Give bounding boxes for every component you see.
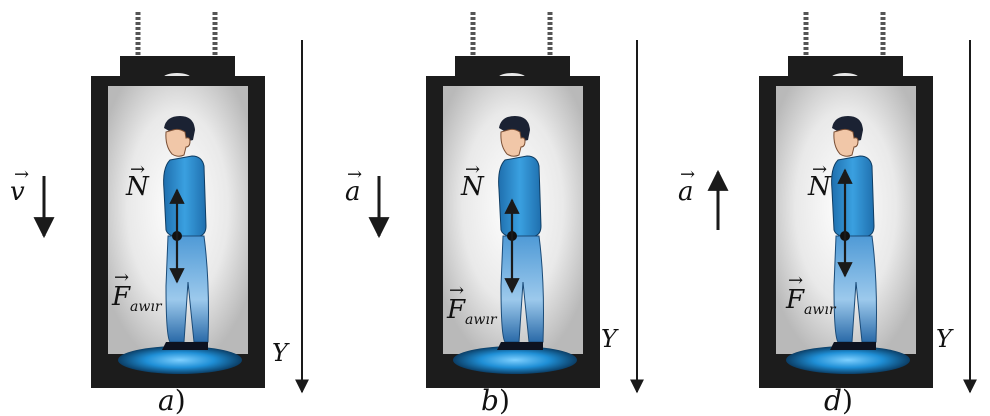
side-vector-mark: →: [680, 164, 695, 185]
panel-caption: a): [158, 384, 186, 416]
caption-letter: d: [824, 384, 842, 416]
side-symbol: a: [678, 177, 694, 207]
force-label: Fawır: [785, 285, 837, 318]
y-axis-label: Y: [601, 325, 619, 353]
cabin-top: [455, 56, 570, 78]
force-label: Fawır: [111, 282, 163, 315]
force-label: Fawır: [446, 295, 498, 328]
force-main: F: [785, 285, 805, 315]
floor-glow: [453, 346, 577, 374]
elevator-cabin: [758, 12, 938, 388]
side-vector-mark: →: [347, 164, 362, 185]
normal-label: N: [807, 172, 832, 202]
panel-caption: b): [481, 384, 510, 416]
force-vector-mark: →: [788, 270, 803, 291]
normal-label: N: [125, 172, 150, 202]
caption-paren: ): [175, 384, 186, 416]
force-subscript: awır: [804, 302, 837, 318]
force-main: F: [111, 282, 131, 312]
person: [162, 116, 209, 350]
panel-caption: d): [824, 384, 853, 416]
normal-vector-mark: →: [465, 159, 480, 180]
elevator-cabin: [425, 12, 605, 388]
side-vector-mark: →: [14, 164, 29, 185]
caption-paren: ): [499, 384, 510, 416]
normal-vector-mark: →: [812, 159, 827, 180]
cabin-top: [120, 56, 235, 78]
panel-d: a → N → Fawır → Y d): [678, 12, 977, 416]
elevator-cabin: [90, 12, 270, 388]
force-vector-mark: →: [449, 280, 464, 301]
force-subscript: awır: [130, 299, 163, 315]
y-axis-label: Y: [272, 339, 290, 367]
force-vector-mark: →: [114, 267, 129, 288]
normal-label: N: [460, 172, 485, 202]
panel-a: v → N → Fawır → Y a): [10, 12, 309, 416]
cabin-top: [788, 56, 903, 78]
normal-vector-mark: →: [130, 159, 145, 180]
caption-letter: b: [481, 384, 499, 416]
caption-letter: a: [158, 384, 175, 416]
floor-glow: [118, 346, 242, 374]
side-symbol: a: [345, 177, 361, 207]
y-axis-label: Y: [936, 325, 954, 353]
force-subscript: awır: [465, 312, 498, 328]
floor-glow: [786, 346, 910, 374]
side-symbol: v: [10, 177, 25, 207]
caption-paren: ): [842, 384, 853, 416]
panel-b: a → N → Fawır → Y b): [345, 12, 644, 416]
force-main: F: [446, 295, 466, 325]
